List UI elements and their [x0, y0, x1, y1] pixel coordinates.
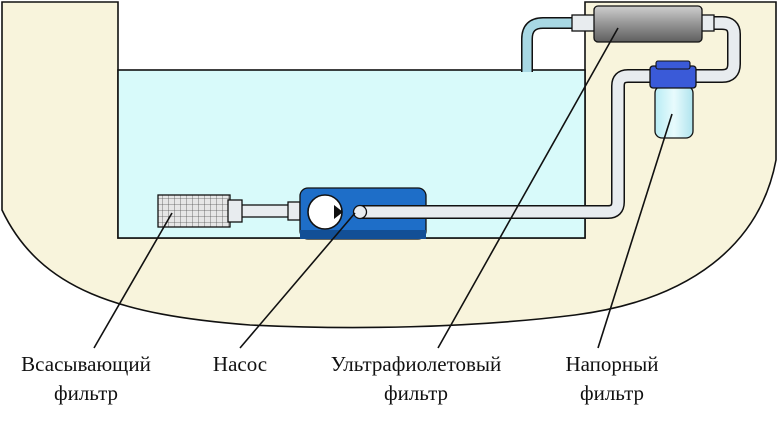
pipe-coupling	[287, 201, 301, 221]
label-suction-filter-line2: фильтр	[53, 381, 119, 405]
leader-line-uv-filter	[437, 27, 619, 349]
pump-direction-arrow	[334, 205, 343, 219]
pressure-filter-cap	[655, 60, 691, 70]
label-pump-line1: Насос	[212, 352, 268, 376]
label-suction-filter: Всасывающий фильтр	[0, 350, 172, 408]
pump-bottom-band	[300, 230, 426, 239]
suction-pipe	[239, 204, 291, 218]
uv-feed-pipe	[694, 17, 740, 82]
label-pressure-filter-line1: Напорный	[565, 352, 659, 376]
leader-line-suction-filter	[93, 212, 173, 349]
leader-line-pressure-filter	[597, 113, 673, 349]
pressure-filter-bowl	[654, 85, 694, 139]
label-uv-filter-line2: фильтр	[383, 381, 449, 405]
suction-filter-cap	[227, 199, 243, 223]
leader-line-pump	[239, 212, 356, 349]
label-uv-filter-line1: Ультрафиолетовый	[330, 352, 502, 376]
suction-filter-mesh	[157, 194, 231, 228]
label-suction-filter-line1: Всасывающий	[21, 352, 151, 376]
uv-filter-body	[593, 5, 703, 43]
label-uv-filter: Ультрафиолетовый фильтр	[300, 350, 532, 408]
pressure-pipe-end	[352, 204, 368, 220]
label-pressure-filter-line2: фильтр	[579, 381, 645, 405]
label-pressure-filter: Напорный фильтр	[540, 350, 684, 408]
uv-filter-left-cap	[571, 14, 597, 32]
ground	[1, 1, 777, 329]
label-pump: Насос	[190, 350, 290, 379]
return-hose-fill	[522, 18, 572, 72]
pressure-pipe	[360, 70, 652, 218]
